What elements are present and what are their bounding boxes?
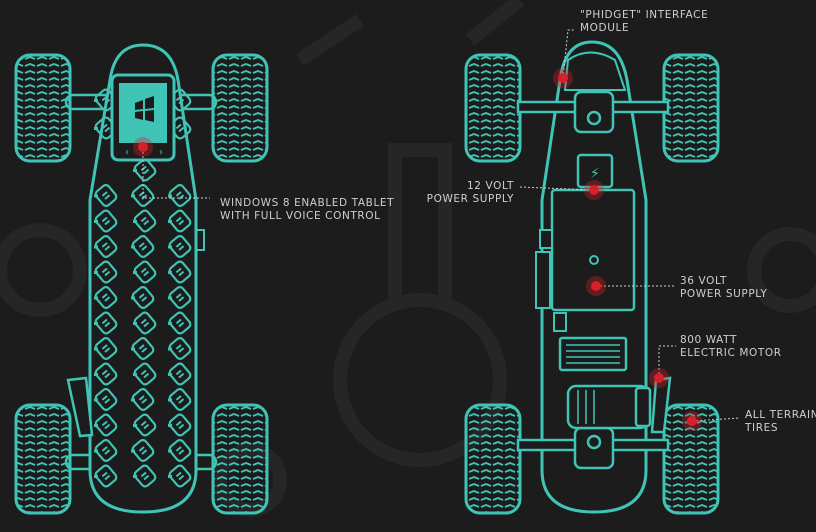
callout-motor-line2: ELECTRIC MOTOR [680, 347, 782, 359]
tire-front-left [14, 53, 72, 163]
callout-psu36: 36 VOLT POWER SUPPLY [680, 275, 767, 301]
callout-tablet-line1: WINDOWS 8 ENABLED TABLET [220, 197, 395, 209]
left-deck [88, 43, 198, 514]
red-markers [133, 68, 702, 431]
side-bracket-1 [539, 229, 553, 249]
background-lab-illustration [0, 0, 816, 510]
tire-front-right-r [662, 53, 720, 163]
controller-slot [553, 312, 567, 332]
left-kickstand [66, 376, 94, 438]
callout-psu12-line1: 12 VOLT [467, 180, 514, 192]
right-tires [464, 53, 720, 515]
callout-psu36-line1: 36 VOLT [680, 275, 727, 287]
lightning-icon: ⚡ [590, 166, 600, 182]
side-bracket-2 [535, 251, 551, 309]
callout-tires-line2: TIRES [745, 422, 779, 434]
motor-controller-vent [558, 336, 628, 372]
tablet-nav-right-icon: › [159, 147, 163, 158]
callout-tires: ALL TERRAIN TIRES [745, 409, 816, 435]
tire-rear-left-r [464, 403, 522, 515]
marker-tires [682, 411, 702, 431]
tire-rear-right-r [662, 403, 720, 515]
right-board-underside-view: ⚡ [464, 40, 720, 515]
right-kickstand [650, 376, 672, 434]
electric-motor [566, 384, 652, 430]
callout-psu36-line2: POWER SUPPLY [680, 288, 768, 300]
callout-motor: 800 WATT ELECTRIC MOTOR [680, 334, 782, 360]
phidget-module-outline [563, 51, 627, 91]
callout-tires-line1: ALL TERRAIN [745, 409, 816, 421]
tire-front-left-r [464, 53, 522, 163]
tire-rear-right [211, 403, 269, 515]
tablet-nav-left-icon: ‹ [125, 147, 129, 158]
right-trucks [516, 90, 670, 470]
marker-motor [649, 368, 669, 388]
tablet: ‹ › [110, 73, 176, 162]
leader-lines [142, 29, 741, 422]
callout-motor-line1: 800 WATT [680, 334, 737, 346]
callout-tablet: WINDOWS 8 ENABLED TABLET WITH FULL VOICE… [220, 197, 394, 223]
marker-psu36 [586, 276, 606, 296]
marker-psu12 [584, 180, 604, 200]
left-tires [14, 53, 269, 515]
callout-phidget: "PHIDGET" INTERFACE MODULE [580, 9, 708, 35]
marker-tablet [133, 137, 153, 157]
left-board-top-view: ‹ › [14, 43, 269, 515]
callout-tablet-line2: WITH FULL VOICE CONTROL [220, 210, 381, 222]
left-side-bracket [195, 229, 205, 251]
windows-logo-icon [135, 96, 154, 122]
callout-phidget-line1: "PHIDGET" INTERFACE [580, 9, 709, 21]
tire-rear-left [14, 403, 72, 515]
callout-phidget-line2: MODULE [580, 22, 630, 34]
callout-psu12: 12 VOLT POWER SUPPLY [414, 180, 514, 206]
callout-psu12-line2: POWER SUPPLY [426, 193, 514, 205]
marker-phidget [553, 68, 573, 88]
switch-icon [589, 255, 599, 265]
tire-front-right [211, 53, 269, 163]
